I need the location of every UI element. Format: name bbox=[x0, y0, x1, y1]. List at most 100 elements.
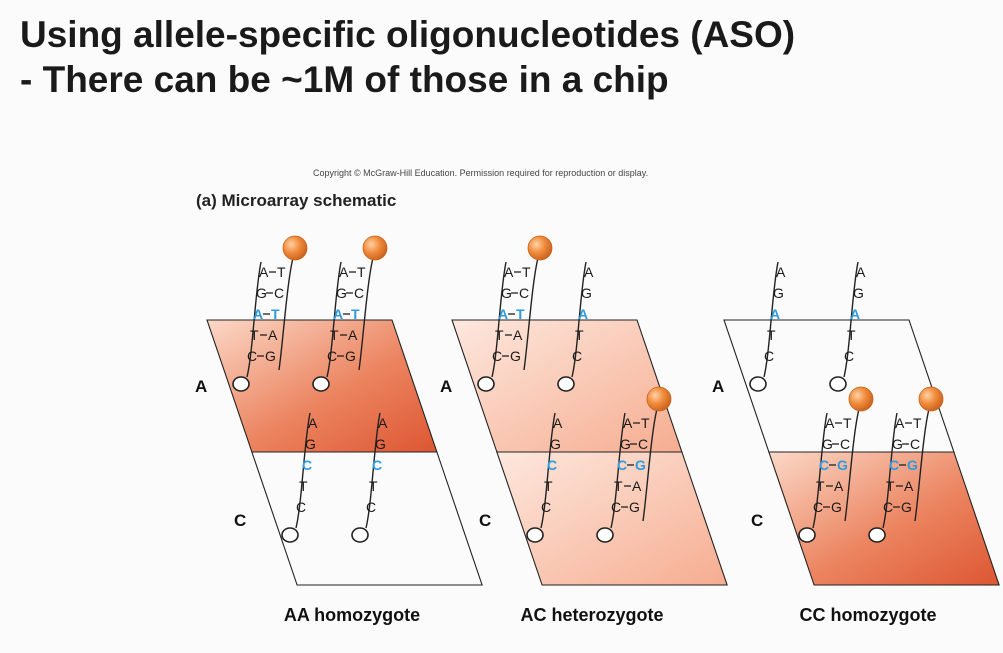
allele-label-c: C bbox=[751, 511, 763, 530]
base-letter: G bbox=[256, 285, 267, 301]
base-letter: C bbox=[889, 457, 899, 473]
paired-base-letter: G bbox=[831, 499, 842, 515]
anchor-circle bbox=[232, 376, 250, 392]
probe-strand bbox=[365, 412, 381, 529]
slide-title: Using allele-specific oligonucleotides (… bbox=[20, 12, 795, 102]
anchor-circle bbox=[798, 527, 816, 543]
probe-strand bbox=[295, 412, 311, 529]
paired-base-letter: A bbox=[348, 327, 358, 343]
chip-region-bottom bbox=[768, 451, 1000, 586]
base-letter: C bbox=[617, 457, 627, 473]
allele-label-a: A bbox=[440, 377, 452, 396]
base-letter: T bbox=[575, 327, 584, 343]
base-letter: A bbox=[504, 264, 514, 280]
base-letter: G bbox=[853, 285, 864, 301]
base-letter: A bbox=[850, 306, 860, 322]
allele-label-a: A bbox=[712, 377, 724, 396]
probe-strand bbox=[610, 412, 626, 529]
base-letter: G bbox=[501, 285, 512, 301]
base-letter: G bbox=[620, 436, 631, 452]
base-letter: C bbox=[764, 348, 774, 364]
base-letter: A bbox=[623, 415, 633, 431]
base-letter: G bbox=[375, 436, 386, 452]
label-sphere bbox=[848, 386, 874, 412]
paired-base-letter: C bbox=[910, 436, 920, 452]
base-letter: T bbox=[369, 478, 378, 494]
target-strand bbox=[358, 257, 374, 371]
base-letter: C bbox=[844, 348, 854, 364]
anchor-circle bbox=[868, 527, 886, 543]
paired-base-letter: T bbox=[277, 264, 286, 280]
figure-label: (a) Microarray schematic bbox=[196, 191, 397, 210]
base-letter: C bbox=[572, 348, 582, 364]
paired-base-letter: C bbox=[519, 285, 529, 301]
label-sphere bbox=[282, 235, 308, 261]
probe-strand bbox=[571, 261, 587, 378]
base-letter: A bbox=[553, 415, 563, 431]
base-letter: C bbox=[819, 457, 829, 473]
anchor-circle bbox=[312, 376, 330, 392]
base-letter: T bbox=[614, 478, 623, 494]
panel-caption: CC homozygote bbox=[800, 605, 937, 625]
probe-strand bbox=[812, 412, 828, 529]
base-letter: T bbox=[250, 327, 259, 343]
base-letter: T bbox=[886, 478, 895, 494]
base-letter: C bbox=[366, 499, 376, 515]
paired-base-letter: T bbox=[516, 306, 525, 322]
base-letter: A bbox=[498, 306, 508, 322]
anchor-circle bbox=[749, 376, 767, 392]
base-letter: C bbox=[372, 457, 382, 473]
copyright-notice: Copyright © McGraw-Hill Education. Permi… bbox=[313, 168, 649, 178]
allele-label-c: C bbox=[479, 511, 491, 530]
base-letter: C bbox=[813, 499, 823, 515]
base-letter: G bbox=[822, 436, 833, 452]
paired-base-letter: G bbox=[635, 457, 646, 473]
paired-base-letter: T bbox=[843, 415, 852, 431]
paired-base-letter: G bbox=[510, 348, 521, 364]
base-letter: A bbox=[333, 306, 343, 322]
paired-base-letter: T bbox=[357, 264, 366, 280]
base-letter: C bbox=[327, 348, 337, 364]
paired-base-letter: T bbox=[913, 415, 922, 431]
target-strand bbox=[844, 408, 860, 522]
base-letter: C bbox=[611, 499, 621, 515]
base-letter: A bbox=[584, 264, 594, 280]
base-letter: G bbox=[773, 285, 784, 301]
base-letter: C bbox=[547, 457, 557, 473]
probe-strand bbox=[763, 261, 779, 378]
paired-base-letter: C bbox=[840, 436, 850, 452]
base-letter: T bbox=[495, 327, 504, 343]
base-letter: A bbox=[378, 415, 388, 431]
paired-base-letter: T bbox=[641, 415, 650, 431]
paired-base-letter: G bbox=[265, 348, 276, 364]
paired-base-letter: G bbox=[837, 457, 848, 473]
base-letter: G bbox=[305, 436, 316, 452]
paired-base-letter: A bbox=[268, 327, 278, 343]
base-letter: T bbox=[330, 327, 339, 343]
base-letter: T bbox=[544, 478, 553, 494]
paired-base-letter: A bbox=[632, 478, 642, 494]
anchor-circle bbox=[281, 527, 299, 543]
base-letter: A bbox=[339, 264, 349, 280]
target-strand bbox=[523, 257, 539, 371]
base-letter: C bbox=[541, 499, 551, 515]
paired-base-letter: C bbox=[638, 436, 648, 452]
base-letter: C bbox=[302, 457, 312, 473]
paired-base-letter: C bbox=[354, 285, 364, 301]
label-sphere bbox=[527, 235, 553, 261]
label-sphere bbox=[362, 235, 388, 261]
anchor-circle bbox=[477, 376, 495, 392]
label-sphere bbox=[646, 386, 672, 412]
anchor-circle bbox=[557, 376, 575, 392]
base-letter: A bbox=[578, 306, 588, 322]
